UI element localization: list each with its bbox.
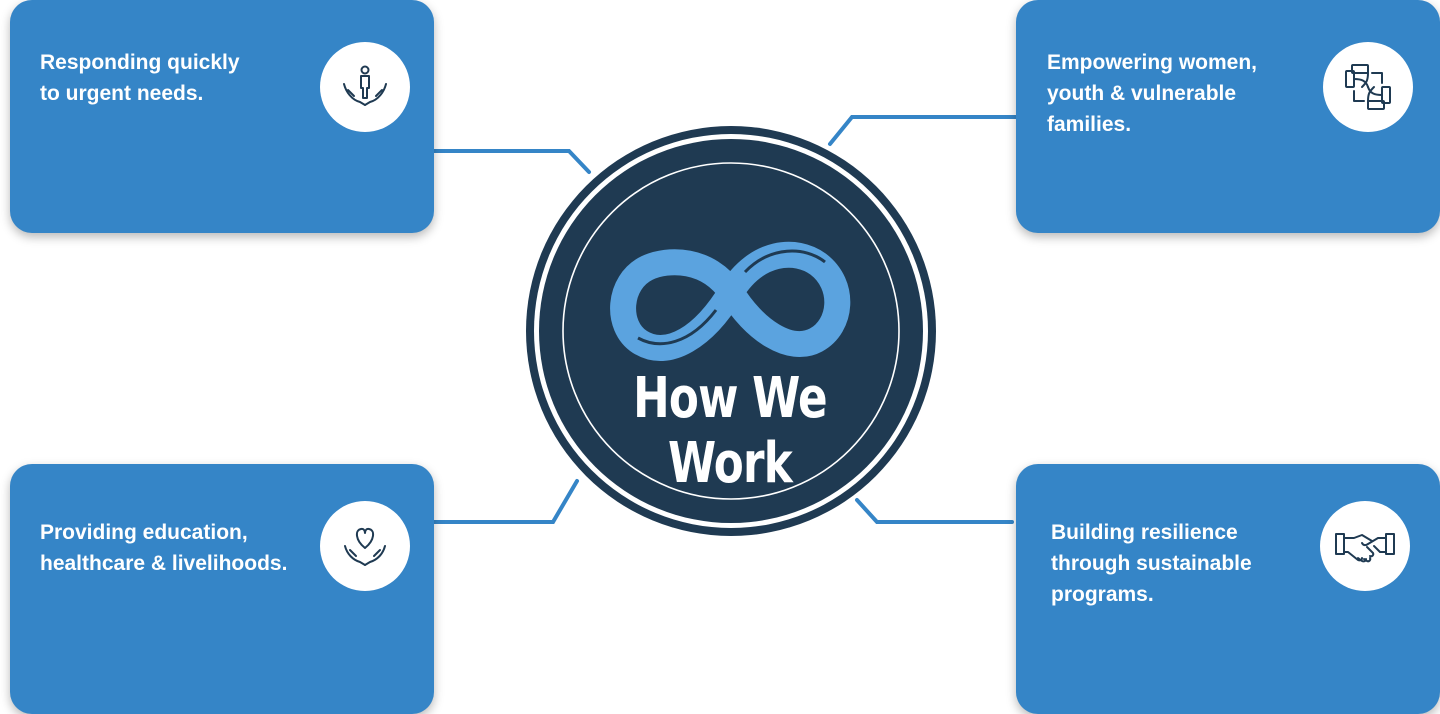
card-empowering: Empowering women, youth & vulnerable fam… — [1016, 0, 1440, 233]
card-text-line: Responding quickly — [40, 51, 240, 74]
card-rapid-response: Responding quickly to urgent needs. — [10, 0, 434, 233]
icon-badge — [320, 501, 410, 591]
card-text-line: programs. — [1051, 583, 1154, 606]
card-text-line: Providing education, — [40, 521, 248, 544]
card-text-line: families. — [1047, 113, 1132, 136]
handshake-icon — [1335, 533, 1395, 563]
icon-badge — [1320, 501, 1410, 591]
hub-inner-ring — [562, 162, 900, 500]
hub-badge — [526, 126, 936, 536]
connector-bottom-left — [430, 479, 579, 524]
heart-in-hands-icon — [344, 527, 386, 566]
hub-title: How We Work — [633, 366, 827, 496]
connector-bottom-right — [855, 498, 1014, 524]
card-resilience: Building resilience through sustainable … — [1016, 464, 1440, 714]
card-education-health: Providing education, healthcare & liveli… — [10, 464, 434, 714]
connector-lines — [430, 115, 1018, 524]
connector-top-left — [430, 149, 591, 174]
card-text-line: Empowering women, — [1047, 51, 1258, 74]
hub-disc — [539, 139, 923, 523]
card-text-line: healthcare & livelihoods. — [40, 552, 288, 575]
card-text-line: Building resilience — [1051, 521, 1238, 544]
card-text: Building resilience through sustainable … — [1051, 517, 1252, 610]
connector-top-right — [828, 115, 1018, 146]
person-in-hands-icon — [343, 65, 387, 106]
card-text-line: youth & vulnerable — [1047, 82, 1237, 105]
card-text: Responding quickly to urgent needs. — [40, 47, 240, 109]
icon-badge — [1323, 42, 1413, 132]
infinity-icon — [610, 241, 851, 361]
joined-hands-icon — [1345, 64, 1391, 110]
card-text: Empowering women, youth & vulnerable fam… — [1047, 47, 1257, 140]
card-text-line: through sustainable — [1051, 552, 1252, 575]
icon-badge — [320, 42, 410, 132]
card-text-line: to urgent needs. — [40, 82, 204, 105]
card-text: Providing education, healthcare & liveli… — [40, 517, 287, 579]
